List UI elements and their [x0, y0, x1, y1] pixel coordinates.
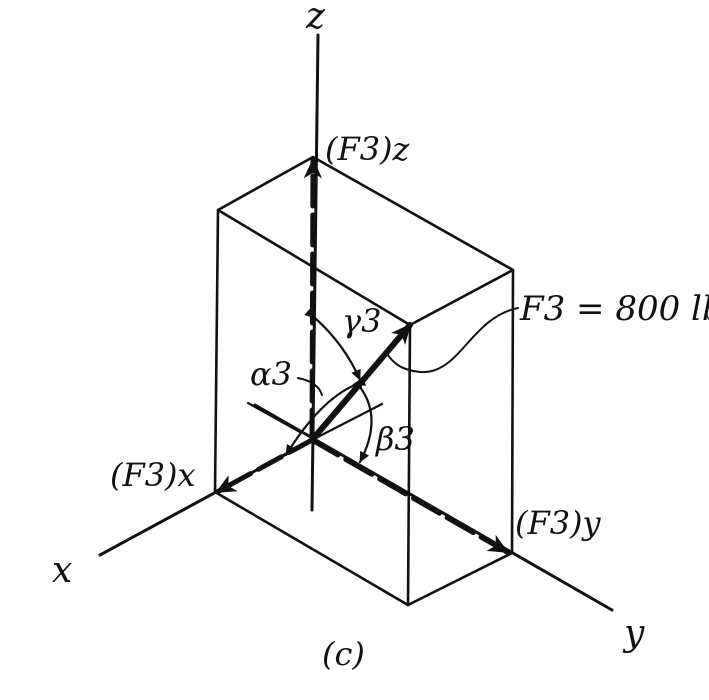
box-front-left-edge [213, 208, 220, 494]
fz-component-arrow [303, 157, 323, 443]
box-bottom-right-edge [406, 551, 514, 607]
f3-label-leader [385, 307, 519, 374]
alpha-arc [284, 376, 367, 457]
z-axis-label: z [305, 0, 326, 37]
fy-component-arrow [309, 437, 510, 555]
y-axis-label: y [622, 613, 645, 654]
f3-magnitude-label: F3 = 800 lb [519, 289, 709, 329]
box-bottom-front-edge [213, 490, 410, 607]
fx-component-label: (F3)x [110, 456, 196, 494]
figure-caption: (c) [322, 635, 365, 673]
fy-component-label: (F3)y [515, 504, 602, 542]
alpha-reference-line [246, 401, 302, 434]
alpha-label: α3 [250, 355, 292, 393]
alpha-leader [297, 377, 323, 396]
x-axis-label: x [52, 550, 72, 591]
box-top-face [216, 155, 515, 327]
fx-component-arrow [214, 437, 315, 495]
rectangular-box [213, 155, 515, 607]
box-front-right-edge [406, 323, 412, 607]
labels: z x y (F3)z (F3)x (F3)y F3 = 800 lb γ3 α… [52, 0, 709, 673]
beta-arc [352, 378, 373, 464]
angle-arcs [284, 307, 373, 464]
gamma-label: γ3 [342, 302, 381, 340]
gamma-arc [304, 307, 362, 382]
beta-label: β3 [375, 420, 415, 458]
box-back-right-edge [510, 268, 515, 555]
fz-component-label: (F3)z [325, 130, 411, 168]
